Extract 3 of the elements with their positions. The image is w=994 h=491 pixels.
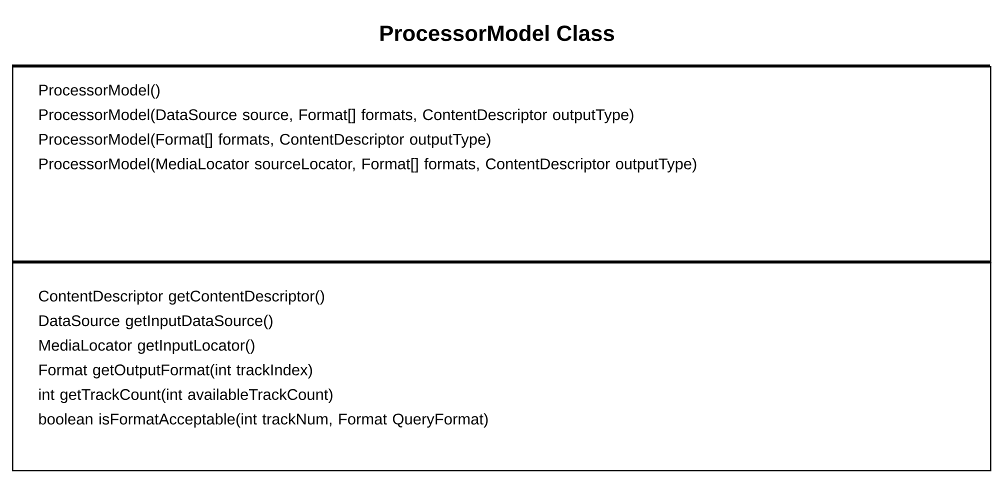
class-compartment: ProcessorModel() ProcessorModel(DataSource source, Format[] formats, ContentDescriptor outputType) ProcessorModel(Format[] formats, ContentDescriptor outputType) ProcessorModel(MediaLocator sourceLocator, Format[] formats, ContentDescriptor outputType) [12,66,992,264]
class-compartment: ContentDescriptor getContentDescriptor() DataSource getInputDataSource() MediaLocator getInputLocator() Format getOutputFormat(int trackIndex) int getTrackCount(int availableTrackCount) boolean isFormatAcceptable(int trackNum, Format QueryFormat) [12,262,992,472]
class-title: ProcessorModel Class [380,24,614,42]
